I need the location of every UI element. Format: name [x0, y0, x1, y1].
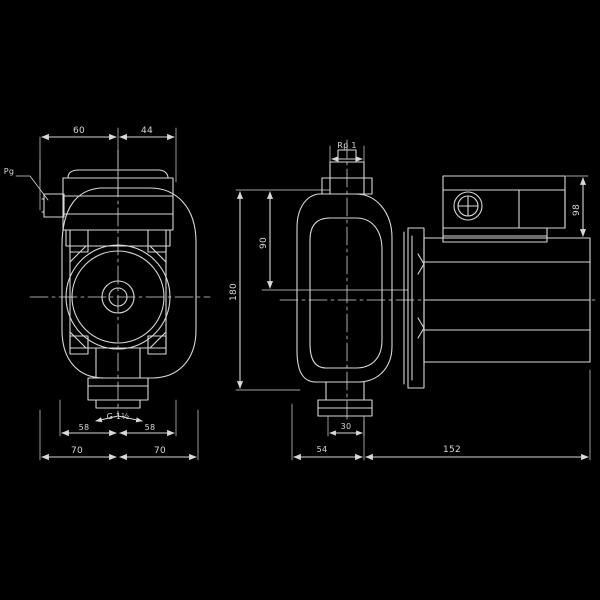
dim-side-vertical-right: 98 — [572, 204, 582, 216]
dim-side-total-width: 152 — [443, 445, 461, 455]
dim-front-inner-right: 58 — [145, 423, 156, 432]
dim-front-outer-left: 70 — [71, 446, 83, 456]
side-view-geometry — [279, 139, 599, 421]
annotation-port-thread: G 1½ — [107, 412, 130, 421]
dim-side-flange-width: 30 — [341, 422, 352, 431]
front-view-dimension-lines — [15, 127, 199, 461]
annotation-top-port-thread: Rp 1 — [337, 141, 356, 150]
annotation-cable-gland: Pg — [4, 167, 15, 176]
dim-front-outer-right: 70 — [154, 446, 166, 456]
dim-side-vertical-inner: 90 — [259, 237, 269, 249]
dim-side-vertical-outer: 180 — [229, 283, 239, 301]
dim-front-top-right: 44 — [141, 126, 153, 136]
front-view-geometry — [29, 149, 211, 417]
dim-side-left-width: 54 — [317, 445, 328, 454]
dim-front-inner-left: 58 — [79, 423, 90, 432]
dim-front-top-left: 60 — [73, 126, 85, 136]
side-view-dimension-lines — [235, 145, 591, 461]
